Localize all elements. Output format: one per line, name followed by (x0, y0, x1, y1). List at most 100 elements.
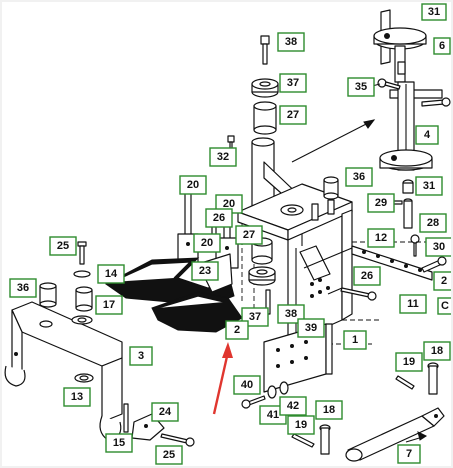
callout-label: 13 (71, 391, 83, 403)
callout-4: 4 (415, 125, 439, 145)
bushing-17 (75, 286, 93, 312)
callout-label: 2 (441, 275, 447, 287)
pin-25-bottom (160, 433, 195, 447)
callout-2-edge: 2 (433, 271, 451, 291)
callout-label: 40 (241, 379, 253, 391)
bolt-35 (377, 78, 401, 90)
callout-17: 17 (95, 295, 123, 315)
callout-label: 36 (17, 282, 29, 294)
washer-13 (74, 373, 94, 383)
callout-6: 6 (433, 37, 451, 55)
callout-label: 25 (163, 449, 175, 461)
callout-label: 24 (159, 406, 172, 418)
callout-19a: 19 (395, 352, 423, 372)
callout-38a: 38 (277, 32, 305, 52)
callout-label: 31 (423, 180, 435, 192)
callout-label: 37 (249, 311, 261, 323)
bushing-36-top (323, 176, 339, 200)
bolt-19-bottom (291, 433, 315, 448)
callout-25b: 25 (155, 445, 183, 465)
callout-label: 17 (103, 299, 115, 311)
callout-label: 31 (428, 6, 440, 18)
callout-label: 26 (213, 212, 225, 224)
bushing-27-top (253, 101, 277, 135)
bearing-37-top (251, 78, 279, 98)
callout-label: C (441, 300, 449, 312)
callout-label: 30 (433, 241, 445, 253)
callout-36b: 36 (9, 278, 37, 298)
column-part-4 (373, 9, 443, 171)
callout-C: C (437, 297, 451, 315)
bolt-right-top (421, 97, 451, 107)
strap-12 (351, 245, 433, 281)
callout-11: 11 (399, 294, 427, 314)
callout-label: 19 (403, 356, 415, 368)
callout-label: 39 (305, 322, 317, 334)
bolt-right-mid (421, 256, 447, 273)
callout-12: 12 (367, 228, 395, 248)
callout-label: 29 (375, 197, 387, 209)
latch-15 (123, 403, 165, 441)
callout-label: 20 (223, 198, 235, 210)
nut-14 (73, 270, 91, 278)
skid-shoe-2 (105, 253, 243, 333)
callout-label: 7 (406, 448, 412, 460)
callout-label: 20 (187, 179, 199, 191)
callout-label: 27 (243, 229, 255, 241)
pin-18-bottom (319, 424, 331, 455)
callout-18b: 18 (315, 400, 343, 420)
callout-27a: 27 (279, 105, 307, 125)
bolt-26-right (340, 287, 377, 301)
pin-28 (403, 198, 413, 229)
callout-label: 12 (375, 232, 387, 244)
red-arrow (212, 342, 233, 415)
callout-20c: 20 (193, 233, 221, 253)
callout-label: 37 (287, 77, 299, 89)
callout-label: 38 (285, 36, 297, 48)
callout-label: 18 (431, 345, 443, 357)
callout-label: 18 (323, 404, 335, 416)
bracket-20-left (177, 191, 199, 265)
callout-37a: 37 (279, 73, 307, 93)
callout-label: 4 (424, 129, 431, 141)
callout-label: 27 (287, 109, 299, 121)
bolt-30 (410, 234, 420, 257)
callout-1: 1 (343, 330, 367, 350)
callout-29: 29 (367, 193, 395, 213)
callout-7: 7 (397, 444, 421, 464)
callout-label: 35 (355, 81, 367, 93)
callout-35: 35 (347, 77, 375, 97)
bolt-38-top (260, 35, 270, 65)
callout-label: 23 (199, 265, 211, 277)
callout-label: 41 (267, 409, 279, 421)
callout-15: 15 (105, 433, 133, 453)
callout-label: 14 (105, 268, 118, 280)
callout-25a: 25 (49, 236, 77, 256)
callout-label: 42 (287, 400, 299, 412)
callout-label: 25 (57, 240, 69, 252)
cylinder-7 (345, 407, 445, 462)
bearing-37-mid (248, 266, 276, 286)
callout-20a: 20 (179, 175, 207, 195)
callout-label: 15 (113, 437, 125, 449)
plate-39 (263, 323, 333, 393)
callout-label: 19 (295, 419, 307, 431)
callout-label: 3 (138, 350, 144, 362)
callout-42: 42 (279, 396, 307, 416)
bolt-40 (241, 395, 266, 409)
bolt-25-left (77, 241, 87, 265)
callout-label: 11 (407, 298, 419, 310)
callout-label: 2 (234, 324, 240, 336)
washer-41 (267, 385, 277, 399)
callout-40: 40 (233, 375, 261, 395)
pin-18-right (427, 362, 439, 395)
callout-23: 23 (191, 261, 219, 281)
callout-label: 32 (217, 151, 229, 163)
callout-31a: 31 (421, 3, 447, 21)
callout-26a: 26 (205, 208, 233, 228)
callout-label: 20 (201, 237, 213, 249)
callout-14: 14 (97, 264, 125, 284)
callout-2: 2 (225, 320, 249, 340)
